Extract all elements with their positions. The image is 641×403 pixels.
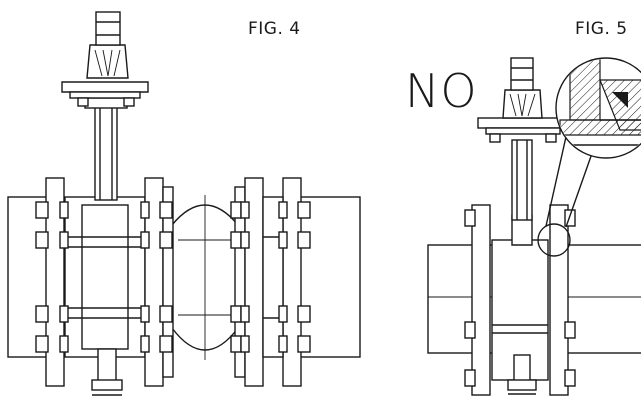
fig4-flange-3 xyxy=(162,186,174,378)
fig-4-label: FIG. 4 xyxy=(248,19,301,39)
fig4-left-pipe xyxy=(7,196,49,358)
fig4-stem xyxy=(94,104,118,201)
fig4-bolts-left xyxy=(35,201,173,353)
fig5-bolts xyxy=(464,209,576,387)
fig4-bolts-right xyxy=(230,201,311,353)
fig5-stem xyxy=(511,139,533,221)
fig5-magnified-detail xyxy=(555,57,641,159)
fig4-top-flange xyxy=(61,81,149,93)
fig5-detail-marker xyxy=(537,223,571,257)
fig5-top-flange xyxy=(477,117,569,129)
fig4-right-pipe xyxy=(299,196,361,358)
fig4-square-drive xyxy=(95,11,121,46)
fig-5-assembly xyxy=(427,57,641,396)
fig5-left-flange xyxy=(471,204,491,396)
no-label: NO xyxy=(405,64,478,118)
fig-5-label: FIG. 5 xyxy=(575,19,628,39)
fig4-flange-1 xyxy=(45,177,65,387)
fig5-square-drive xyxy=(510,57,534,91)
fig5-right-flange xyxy=(549,204,569,396)
fig-4-assembly xyxy=(7,11,361,396)
